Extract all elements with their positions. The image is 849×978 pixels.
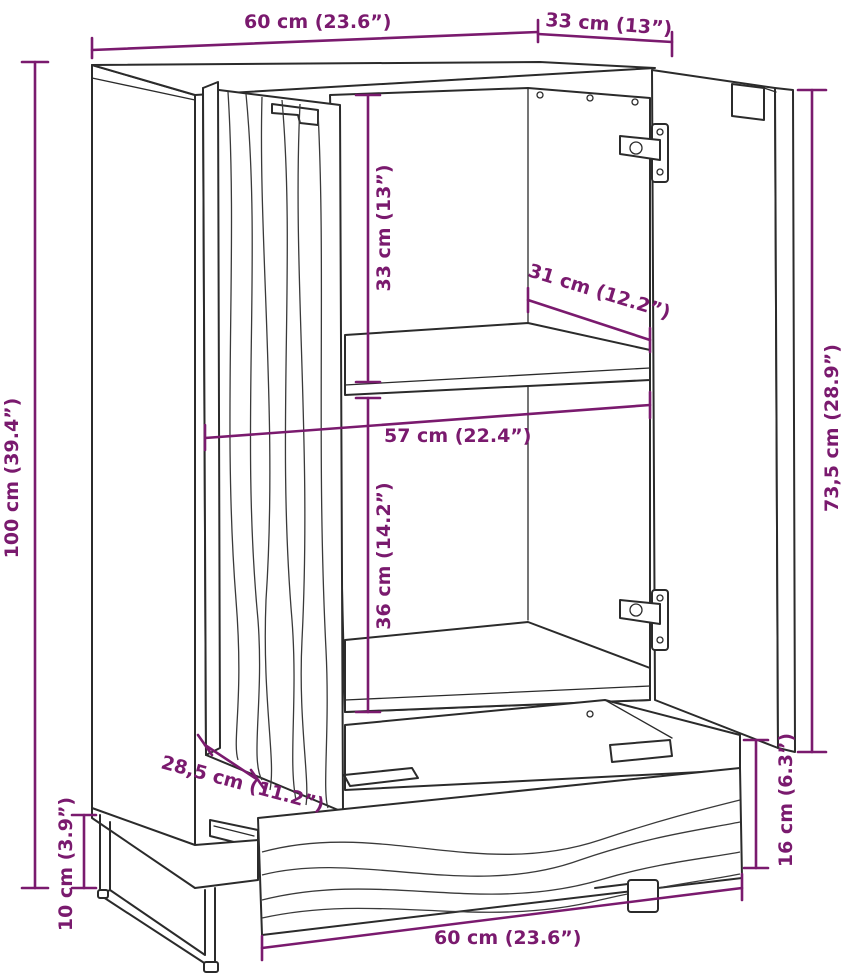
label-lower-shelf-height: 36 cm (14.2”) bbox=[373, 482, 395, 629]
label-total-height: 100 cm (39.4”) bbox=[1, 398, 23, 559]
label-drawer-front-height: 16 cm (6.3”) bbox=[775, 733, 797, 867]
label-leg-height: 10 cm (3.9”) bbox=[55, 797, 77, 931]
bottom-panel bbox=[91, 807, 259, 889]
label-top-width: 60 cm (23.6”) bbox=[244, 11, 391, 33]
label-door-height: 73,5 cm (28.9”) bbox=[821, 344, 843, 512]
left-door bbox=[202, 87, 344, 813]
door-latch bbox=[731, 83, 765, 121]
label-upper-shelf-height: 33 cm (13”) bbox=[373, 164, 395, 291]
cabinet-drawing bbox=[91, 61, 796, 973]
top-panel bbox=[91, 61, 656, 96]
drawer-box bbox=[344, 699, 741, 791]
lower-hinge bbox=[619, 589, 669, 651]
upper-hinge bbox=[619, 123, 669, 183]
dimension-lines bbox=[20, 18, 828, 962]
door-handle bbox=[271, 103, 319, 126]
right-door bbox=[651, 69, 779, 749]
label-bottom-width: 60 cm (23.6”) bbox=[434, 927, 581, 949]
label-inner-width: 57 cm (22.4”) bbox=[384, 425, 531, 447]
metal-legs bbox=[97, 814, 659, 973]
left-door-edge bbox=[202, 81, 221, 756]
right-door-edge bbox=[774, 87, 796, 753]
